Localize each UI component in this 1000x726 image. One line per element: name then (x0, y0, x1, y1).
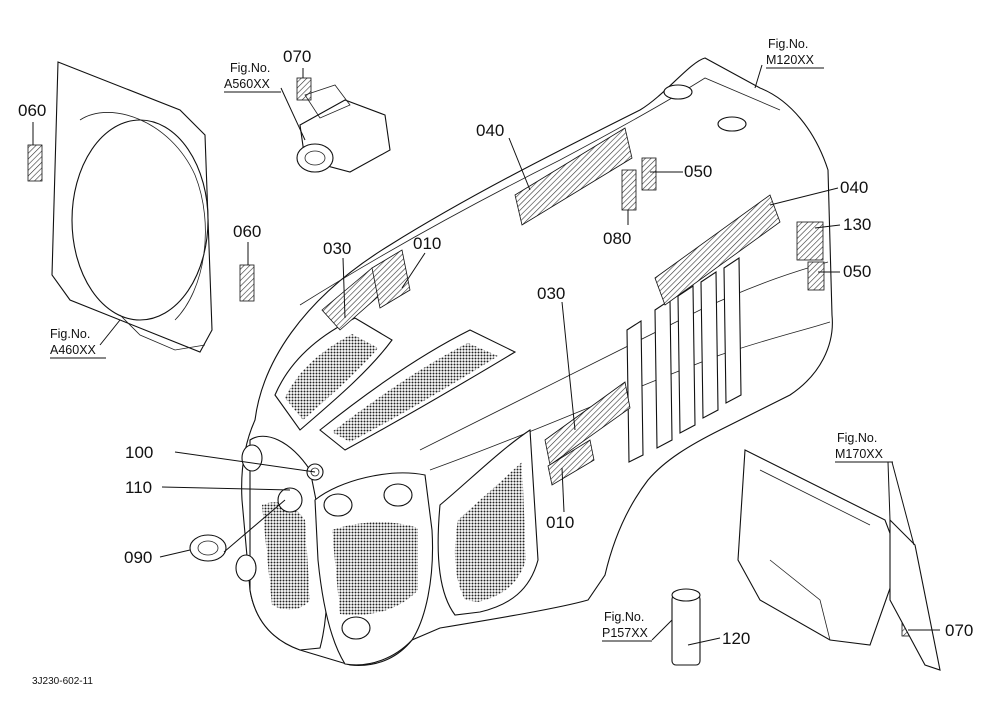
shroud-inner-ring (79, 112, 206, 321)
top-cap-2 (717, 116, 747, 132)
front-plugs (189, 463, 324, 562)
decal-040-right (654, 194, 781, 306)
callout-010-center: 010 (546, 513, 574, 532)
figref-m170-label: Fig.No. (837, 431, 877, 445)
figref-p157-number: P157XX (602, 626, 649, 640)
figref-a560-number: A560XX (224, 77, 271, 91)
headlight-left-lower (235, 554, 257, 582)
side-vents (626, 256, 742, 463)
decal-080 (621, 169, 637, 211)
decals (27, 77, 915, 653)
starter-motor (296, 84, 391, 173)
side-panel-bracket (769, 559, 831, 641)
front-mesh-center (332, 522, 418, 615)
callout-120: 120 (722, 629, 750, 648)
decal-040-top (514, 127, 633, 226)
decal-010-left (371, 249, 411, 309)
callout-050-right: 050 (843, 262, 871, 281)
callout-030-center: 030 (537, 284, 565, 303)
callout-130: 130 (843, 215, 871, 234)
figref-m120-number: M120XX (766, 53, 815, 67)
callout-070-bottom: 070 (945, 621, 973, 640)
plug-100-inner (310, 467, 320, 477)
grommet-090 (189, 534, 227, 562)
filler-neck-120 (671, 588, 701, 666)
decal-030-center (544, 381, 631, 466)
side-panel-body (737, 449, 901, 646)
starter-end (296, 143, 334, 173)
decal-070-top (296, 77, 312, 101)
filler-neck-cap (671, 588, 701, 602)
drawing-number: 3J230-602-11 (32, 676, 93, 687)
figref-a460-label: Fig.No. (50, 327, 90, 341)
headlight-left-upper (241, 444, 263, 472)
headlight-front-lower (341, 616, 371, 640)
decal-050-top (641, 157, 657, 191)
filler-neck-body (671, 594, 701, 666)
plug-110 (277, 487, 303, 513)
top-cap-1 (663, 84, 693, 100)
starter-end-inner (304, 150, 326, 166)
shroud-bracket (119, 314, 206, 351)
figref-a560-label: Fig.No. (230, 61, 270, 75)
callout-010-left: 010 (413, 234, 441, 253)
callout-labels: 070 060 060 040 050 080 040 130 050 030 … (18, 47, 973, 648)
figref-m170-number: M170XX (835, 447, 884, 461)
callout-070-top: 070 (283, 47, 311, 66)
decal-010-center (547, 439, 595, 486)
side-panel-edge (759, 469, 871, 526)
headlight-front-upper (323, 493, 353, 517)
fan-shroud (51, 61, 213, 353)
callout-080: 080 (603, 229, 631, 248)
callout-100: 100 (125, 443, 153, 462)
callout-090: 090 (124, 548, 152, 567)
callout-040-top: 040 (476, 121, 504, 140)
shroud-opening (71, 119, 209, 321)
starter-solenoid (304, 84, 351, 119)
side-grille-mesh (454, 462, 526, 602)
top-mesh-left-pattern (285, 334, 378, 420)
callout-030-left: 030 (323, 239, 351, 258)
leader-lines (32, 64, 940, 646)
figref-a460-number: A460XX (50, 343, 97, 357)
front-mesh-left (262, 502, 310, 610)
callout-060-left: 060 (18, 101, 46, 120)
figure-references: Fig.No. A560XX Fig.No. M120XX Fig.No. A4… (50, 37, 893, 642)
headlight-front-right (383, 483, 413, 507)
decal-130 (796, 221, 824, 261)
bonnet-top-ridge (299, 77, 781, 306)
figref-p157-label: Fig.No. (604, 610, 644, 624)
callout-110: 110 (125, 478, 152, 497)
grommet-090-inner (197, 540, 219, 556)
bonnet-assembly (235, 57, 833, 666)
bonnet-side-ridge (419, 261, 829, 451)
decal-060-left (27, 144, 43, 182)
decal-050-right (807, 261, 825, 291)
callout-040-right: 040 (840, 178, 868, 197)
decal-060-right (239, 264, 255, 302)
callout-050-top: 050 (684, 162, 712, 181)
side-cover-panel (737, 449, 941, 671)
callout-060-right: 060 (233, 222, 261, 241)
figref-m120-label: Fig.No. (768, 37, 808, 51)
top-mesh-right-pattern (332, 343, 498, 442)
side-panel-flap (889, 518, 941, 671)
